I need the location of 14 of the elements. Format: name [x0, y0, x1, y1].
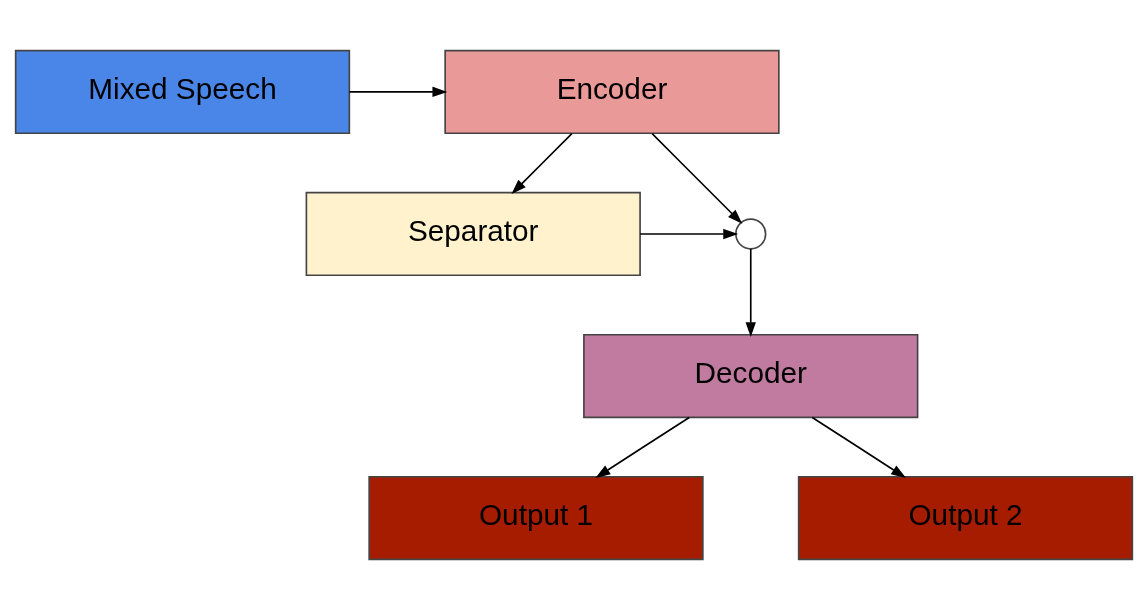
node-box: Output 1 — [368, 475, 704, 560]
node-box: Mixed Speech — [14, 49, 351, 134]
node-box: Separator — [305, 191, 641, 276]
node-box: Output 2 — [797, 475, 1134, 560]
arrow — [651, 132, 743, 224]
node-box: Encoder — [444, 49, 780, 134]
arrow — [511, 132, 573, 194]
arrow — [639, 228, 739, 239]
arrow — [745, 247, 756, 337]
arrow — [811, 416, 907, 478]
arrow — [595, 416, 691, 478]
arrow — [348, 86, 448, 97]
node-circle — [735, 217, 767, 250]
node-box: Decoder — [583, 333, 919, 418]
